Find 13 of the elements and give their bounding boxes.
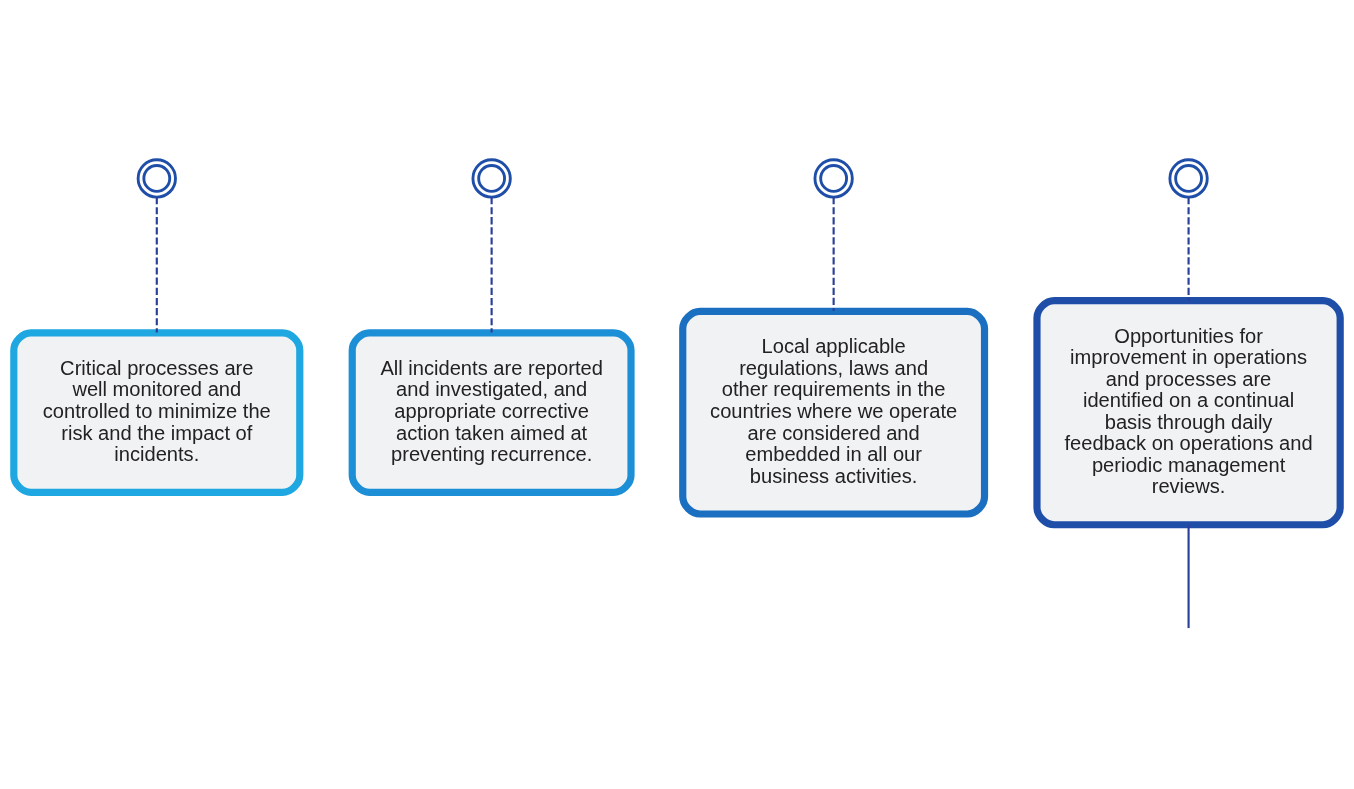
node-box: All incidents are reported and investigated, and appropriate corrective action taken aimed at preventing recurrence.: [348, 329, 635, 496]
node-circle: [1168, 158, 1209, 199]
connector: [1187, 197, 1190, 301]
connector: [832, 197, 835, 312]
node-box: Critical processes are well monitored and controlled to minimize the risk and the impact of incidents.: [10, 329, 304, 496]
node-circle: [813, 158, 854, 199]
connector: [1187, 524, 1190, 629]
node-circle: [471, 158, 512, 199]
connector: [155, 197, 158, 333]
node-circle: [136, 158, 177, 199]
connector: [490, 197, 493, 333]
node-box: Local applicable regulations, laws and other requirements in the countries where we operate are considered and embedded in all our business activities.: [679, 307, 989, 518]
node-box: Opportunities for improvement in operations and processes are identified on a continual basis through daily feedback on operations and periodic management reviews.: [1033, 297, 1344, 529]
